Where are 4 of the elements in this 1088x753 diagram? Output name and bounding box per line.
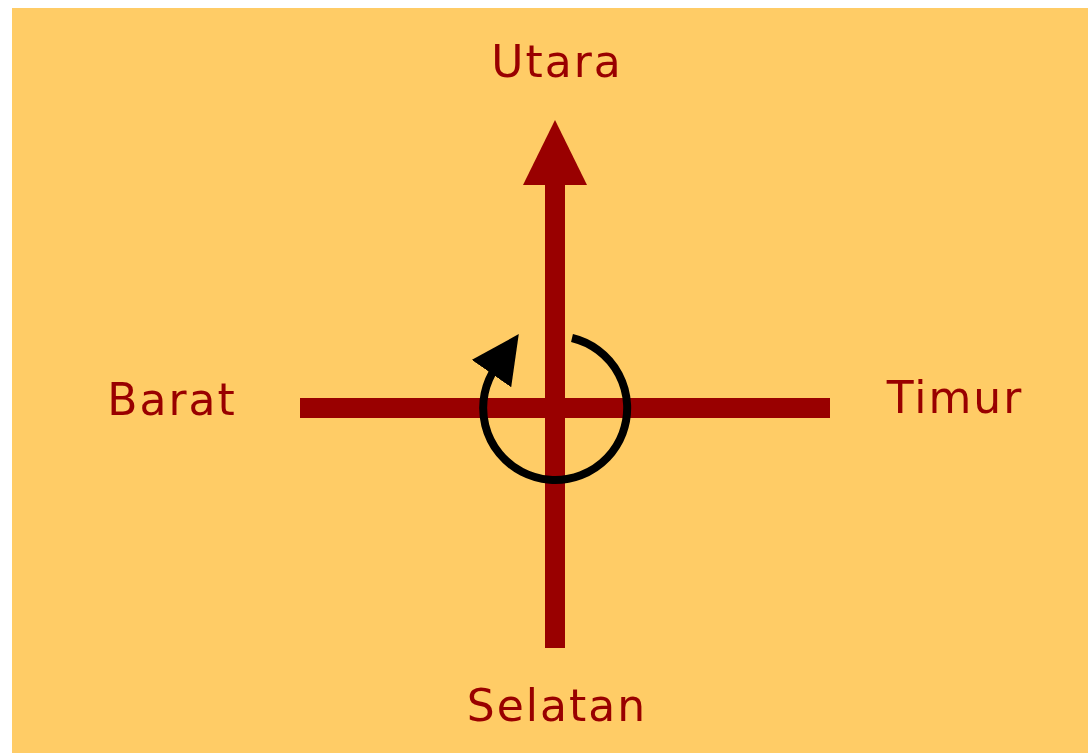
direction-label: Barat xyxy=(107,378,237,422)
direction-label: Timur xyxy=(886,376,1024,420)
direction-label: Selatan xyxy=(466,684,648,728)
direction-label: Utara xyxy=(491,40,623,84)
